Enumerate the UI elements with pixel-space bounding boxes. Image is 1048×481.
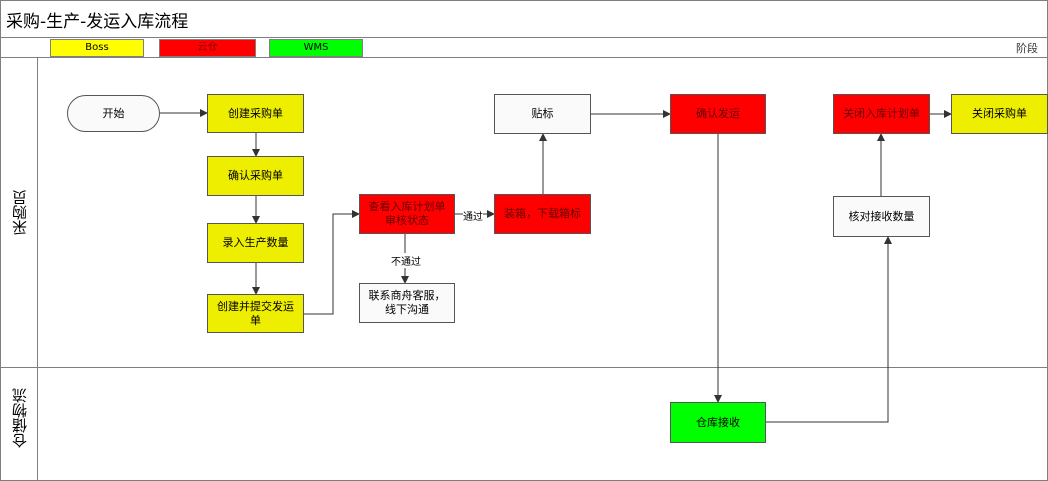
node-check-qty: 核对接收数量 <box>833 196 930 237</box>
node-create-ship: 创建并提交发运单 <box>207 294 304 333</box>
legend-boss: Boss <box>50 39 144 57</box>
node-close-plan: 关闭入库计划单 <box>833 94 930 134</box>
node-confirm-ship: 确认发运 <box>670 94 766 134</box>
edge-label-pass: 通过 <box>463 208 483 223</box>
diagram-title: 采购-生产-发运入库流程 <box>6 12 189 32</box>
node-confirm-po: 确认采购单 <box>207 156 304 196</box>
phase-label: 阶段 <box>1016 42 1038 55</box>
edge-label-fail: 不通过 <box>391 253 421 268</box>
node-start: 开始 <box>67 95 160 132</box>
legend-wms: WMS <box>269 39 363 57</box>
node-enter-qty: 录入生产数量 <box>207 223 304 263</box>
node-create-po: 创建采购单 <box>207 94 304 133</box>
lane-purchaser-header <box>0 58 38 368</box>
node-apply-label: 贴标 <box>494 94 591 134</box>
node-check-audit: 查看入库计划单审核状态 <box>359 194 455 234</box>
lane-warehouse-header <box>0 368 38 481</box>
node-pack-label: 装箱，下载箱标 <box>494 194 591 234</box>
edge-ship-check <box>304 210 360 315</box>
edge-receive-check <box>766 236 892 423</box>
node-warehouse-receive: 仓库接收 <box>670 402 766 443</box>
node-close-po: 关闭采购单 <box>951 94 1048 134</box>
diagram-title-bar <box>0 0 1048 38</box>
node-contact-service: 联系商舟客服，线下沟通 <box>359 283 455 323</box>
legend-cloud-warehouse: 云仓 <box>159 39 256 57</box>
